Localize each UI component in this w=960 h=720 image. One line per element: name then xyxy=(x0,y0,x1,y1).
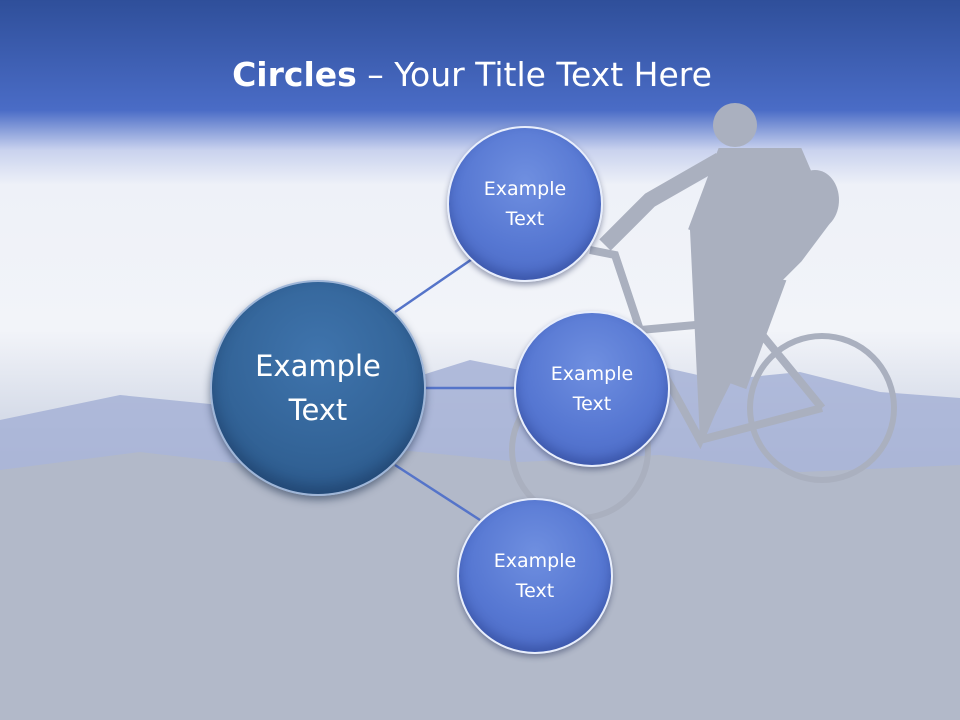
node-circle-bottom[interactable]: Example Text xyxy=(457,498,613,654)
node-bottom-line2: Text xyxy=(515,580,555,602)
title-bold-part: Circles xyxy=(232,55,357,94)
center-circle[interactable]: Example Text xyxy=(210,280,426,496)
center-label-line2: Text xyxy=(288,393,348,427)
cyclist-silhouette xyxy=(509,103,897,521)
node-bottom-label: Example Text xyxy=(494,546,576,606)
node-bottom-line1: Example xyxy=(493,550,577,572)
node-top-label: Example Text xyxy=(484,174,566,234)
node-middle-label: Example Text xyxy=(551,359,633,419)
center-label-line1: Example xyxy=(255,349,381,383)
connector-bottom xyxy=(394,463,481,522)
connector-top xyxy=(394,253,479,314)
node-circle-middle[interactable]: Example Text xyxy=(514,311,670,467)
node-top-line2: Text xyxy=(505,208,545,230)
node-circle-top[interactable]: Example Text xyxy=(447,126,603,282)
center-circle-label: Example Text xyxy=(255,344,381,432)
node-middle-line1: Example xyxy=(550,363,634,385)
node-top-line1: Example xyxy=(483,178,567,200)
node-middle-line2: Text xyxy=(572,393,612,415)
title-rest: – Your Title Text Here xyxy=(356,55,712,94)
slide-title: Circles – Your Title Text Here xyxy=(0,52,944,98)
